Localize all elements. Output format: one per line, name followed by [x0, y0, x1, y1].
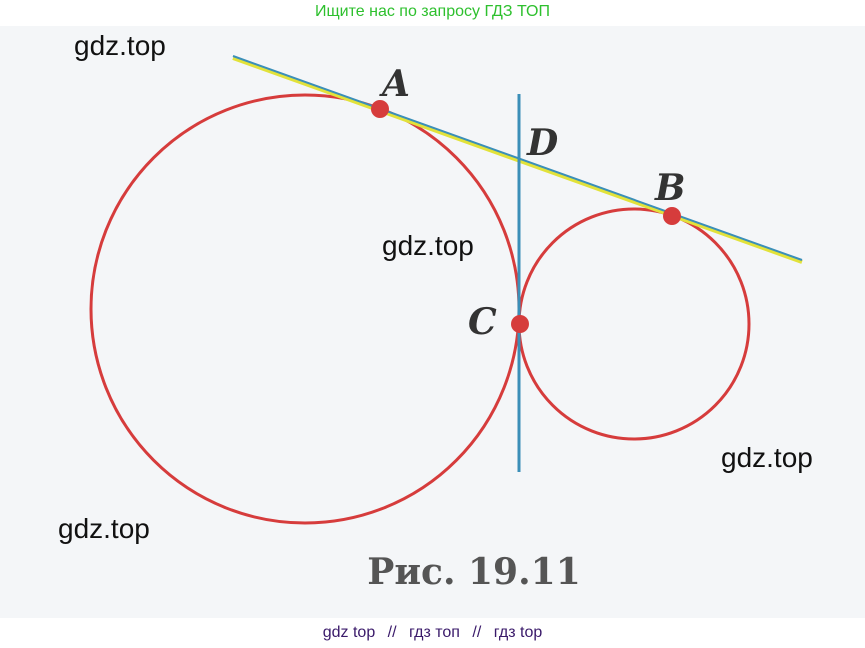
watermark-right: gdz.top: [721, 442, 813, 473]
label-a: A: [379, 63, 410, 105]
label-c: C: [468, 301, 497, 343]
footer-link-2[interactable]: гдз топ: [409, 624, 460, 641]
footer-separator: //: [387, 624, 397, 641]
point-b: [663, 207, 681, 225]
bottom-links: gdz top // гдз топ // гдз top: [0, 620, 865, 648]
figure-panel: [0, 26, 865, 618]
point-a: [371, 100, 389, 118]
watermark-center: gdz.top: [382, 230, 474, 261]
watermark-bottom-left: gdz.top: [58, 513, 150, 544]
watermark-top-left: gdz.top: [74, 30, 166, 61]
top-banner: Ищите нас по запросу ГДЗ ТОП: [315, 3, 550, 20]
footer-separator: //: [472, 624, 482, 641]
small-circle: [517, 207, 751, 441]
large-circle: [89, 93, 521, 525]
footer-link-1[interactable]: gdz top: [322, 624, 376, 641]
label-d: D: [526, 122, 558, 164]
point-c: [511, 315, 529, 333]
footer-link-3[interactable]: гдз top: [493, 624, 543, 641]
label-b: B: [654, 167, 685, 209]
figure-caption: Рис. 19.11: [367, 551, 581, 593]
